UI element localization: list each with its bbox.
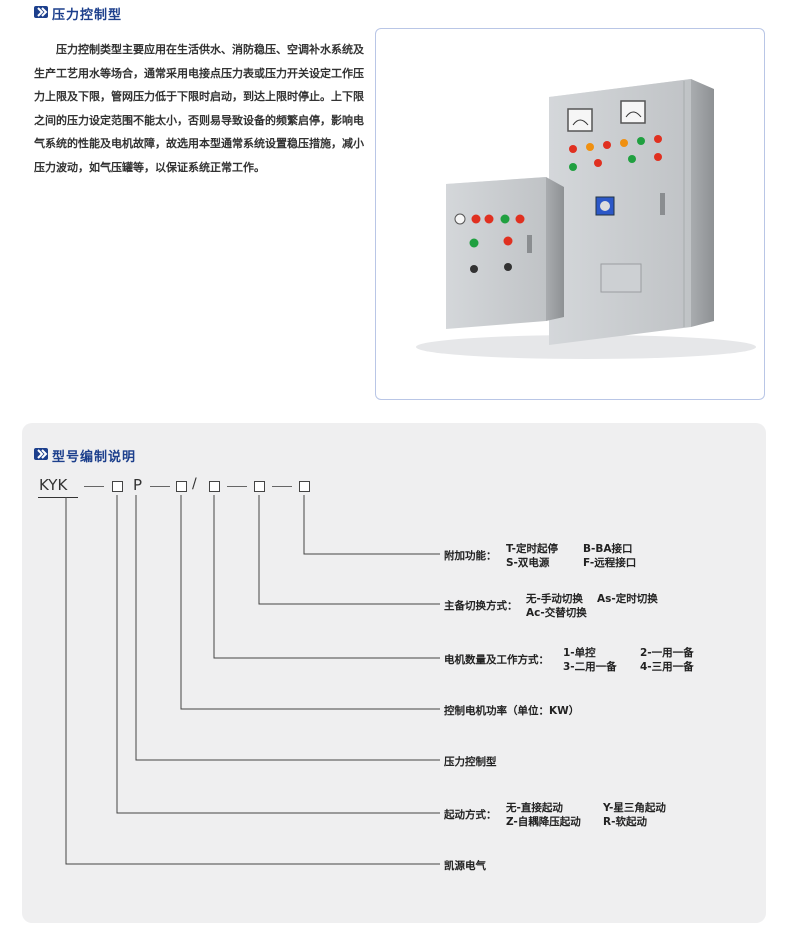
code-letter-p: P [133,476,143,494]
desc-option: 无-直接起动 [506,802,563,814]
code-box-extra-function [299,481,310,492]
product-photo-frame [375,28,765,400]
desc-label-motor-power: 控制电机功率（单位：KW） [444,705,580,717]
section-arrow-icon [34,448,48,460]
desc-label-extra-function: 附加功能： [444,550,497,562]
desc-option: F-远程接口 [583,557,637,569]
intro-paragraph: 压力控制类型主要应用在生活供水、消防稳压、空调补水系统及生产工艺用水等场合，通常… [34,43,364,174]
desc-option: R-软起动 [603,816,647,828]
code-box-power [176,481,187,492]
code-dash [84,486,104,487]
code-box-switch-mode [254,481,265,492]
desc-option: 3-二用一备 [563,661,617,673]
desc-label-brand: 凯源电气 [444,860,486,872]
code-dash [227,486,247,487]
desc-option: Z-自耦降压起动 [506,816,581,828]
desc-option: Y-星三角起动 [603,802,666,814]
code-dash [150,486,170,487]
section-arrow-icon [34,6,48,18]
code-prefix-kyk: KYK [39,476,68,494]
desc-option: 1-单控 [563,647,596,659]
desc-option: As-定时切换 [597,593,658,605]
desc-label-switch-mode: 主备切换方式： [444,600,518,612]
section-title-pressure-control: 压力控制型 [52,8,123,23]
desc-option: T-定时起停 [506,543,558,555]
code-slash: / [192,476,197,492]
code-box-motor-count [209,481,220,492]
desc-option: 4-三用一备 [640,661,694,673]
desc-option: S-双电源 [506,557,550,569]
code-box-start-method [112,481,123,492]
code-underline [38,497,78,498]
desc-label-pressure-control: 压力控制型 [444,756,497,768]
control-cabinet-illustration [416,79,756,359]
section-title-model-code: 型号编制说明 [52,450,137,465]
code-dash [272,486,292,487]
desc-option: B-BA接口 [583,543,633,555]
desc-option: 2-一用一备 [640,647,694,659]
desc-label-motor-count: 电机数量及工作方式： [444,654,549,666]
desc-label-start-method: 起动方式： [444,809,497,821]
model-code-panel [22,423,766,923]
desc-option: Ac-交替切换 [526,607,587,619]
desc-option: 无-手动切换 [526,593,583,605]
